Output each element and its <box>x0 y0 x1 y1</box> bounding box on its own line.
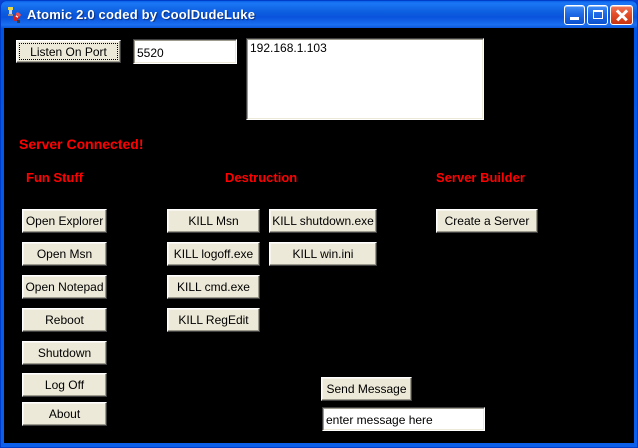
listen-on-port-button[interactable]: Listen On Port <box>16 40 121 63</box>
status-label: Server Connected! <box>19 136 144 152</box>
shutdown-button[interactable]: Shutdown <box>22 341 107 365</box>
minimize-button[interactable] <box>564 4 585 25</box>
section-header-fun-stuff: Fun Stuff <box>26 170 84 185</box>
open-msn-button[interactable]: Open Msn <box>22 242 107 266</box>
create-a-server-button[interactable]: Create a Server <box>436 209 538 233</box>
kill-shutdown-exe-button[interactable]: KILL shutdown.exe <box>269 209 377 233</box>
open-notepad-button[interactable]: Open Notepad <box>22 275 107 299</box>
title-bar[interactable]: Atomic 2.0 coded by CoolDudeLuke <box>1 1 637 28</box>
maximize-icon <box>593 9 603 19</box>
reboot-button[interactable]: Reboot <box>22 308 107 332</box>
kill-win-ini-button[interactable]: KILL win.ini <box>269 242 377 266</box>
client-area: Listen On Port 192.168.1.103 Server Conn… <box>4 28 634 443</box>
window-title: Atomic 2.0 coded by CoolDudeLuke <box>27 7 256 22</box>
minimize-icon <box>570 16 579 20</box>
open-explorer-button[interactable]: Open Explorer <box>22 209 107 233</box>
window-controls <box>564 4 633 25</box>
maximize-button[interactable] <box>587 4 608 25</box>
send-message-button[interactable]: Send Message <box>321 377 412 401</box>
atomic-rocket-icon <box>5 6 23 24</box>
connections-listbox[interactable]: 192.168.1.103 <box>246 38 484 120</box>
kill-regedit-button[interactable]: KILL RegEdit <box>167 308 260 332</box>
section-header-destruction: Destruction <box>225 170 298 185</box>
kill-cmd-exe-button[interactable]: KILL cmd.exe <box>167 275 260 299</box>
about-button[interactable]: About <box>22 402 107 426</box>
list-item[interactable]: 192.168.1.103 <box>250 41 327 55</box>
log-off-button[interactable]: Log Off <box>22 373 107 397</box>
port-input[interactable] <box>133 39 237 64</box>
close-button[interactable] <box>610 4 633 25</box>
message-input[interactable] <box>322 407 485 431</box>
section-header-server-builder: Server Builder <box>436 170 525 185</box>
kill-logoff-exe-button[interactable]: KILL logoff.exe <box>167 242 260 266</box>
kill-msn-button[interactable]: KILL Msn <box>167 209 260 233</box>
